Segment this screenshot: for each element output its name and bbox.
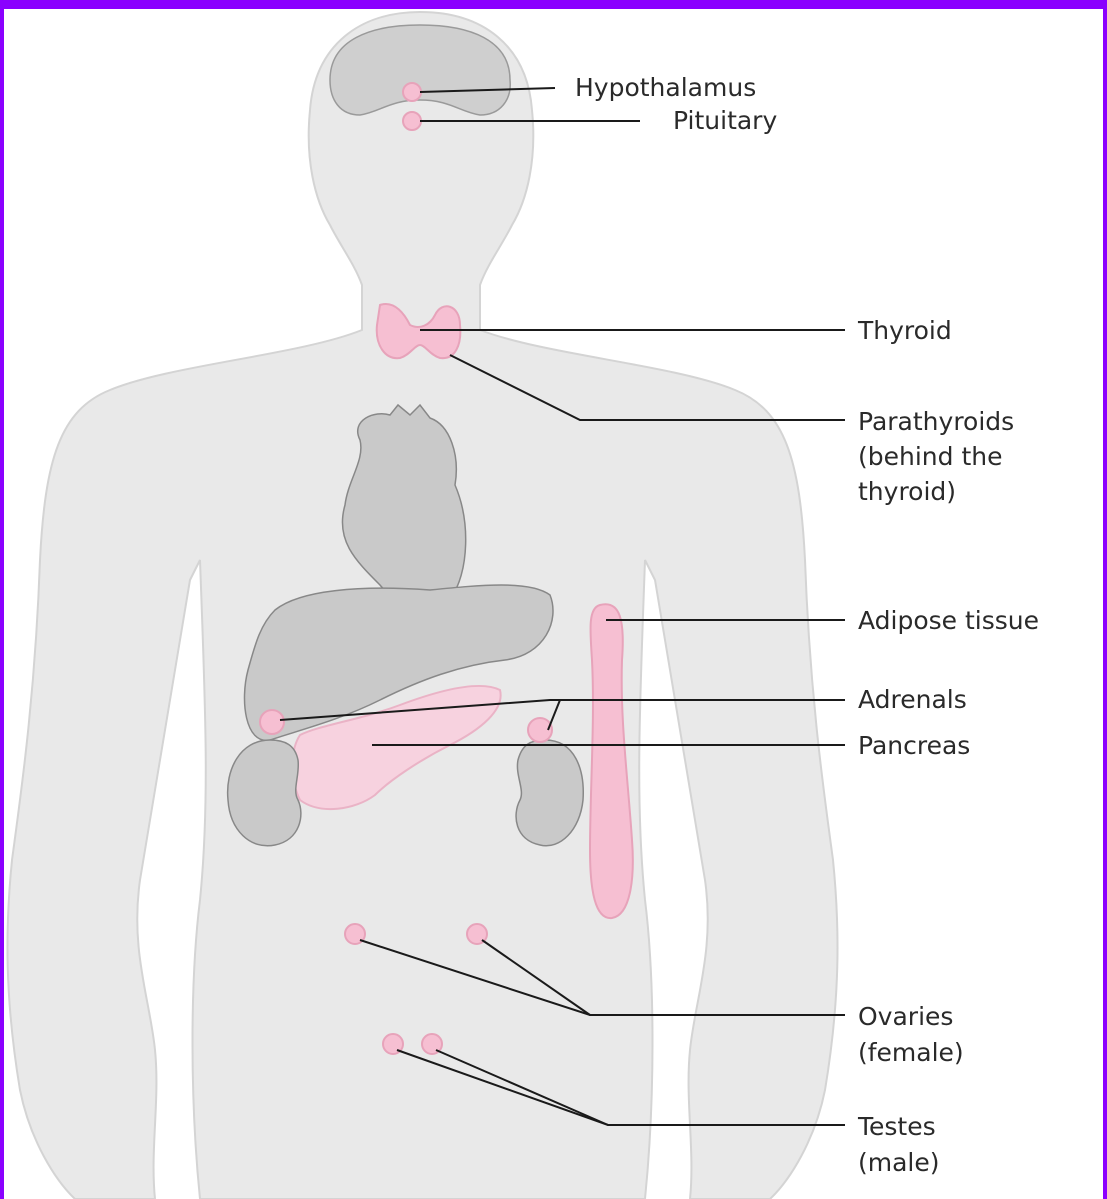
pituitary-marker (403, 112, 421, 130)
left-kidney-shape (228, 740, 301, 846)
label-parathyroids-line3: thyroid) (858, 475, 956, 509)
frame-left-bar (0, 0, 4, 1199)
label-ovaries-line1: Ovaries (858, 1000, 953, 1034)
label-testes-line1: Testes (858, 1110, 936, 1144)
label-pancreas: Pancreas (858, 729, 970, 763)
frame-right-bar (1103, 0, 1107, 1199)
label-testes-line2: (male) (858, 1146, 940, 1180)
frame-top-bar (0, 0, 1107, 9)
left-adrenal-marker (260, 710, 284, 734)
label-pituitary: Pituitary (673, 104, 777, 138)
label-adipose-tissue: Adipose tissue (858, 604, 1039, 638)
label-hypothalamus: Hypothalamus (575, 71, 756, 105)
hypothalamus-marker (403, 83, 421, 101)
label-ovaries-line2: (female) (858, 1036, 964, 1070)
label-thyroid: Thyroid (858, 314, 952, 348)
right-kidney-shape (516, 740, 583, 846)
label-adrenals: Adrenals (858, 683, 967, 717)
label-parathyroids-line2: (behind the (858, 440, 1002, 474)
label-parathyroids-line1: Parathyroids (858, 405, 1014, 439)
